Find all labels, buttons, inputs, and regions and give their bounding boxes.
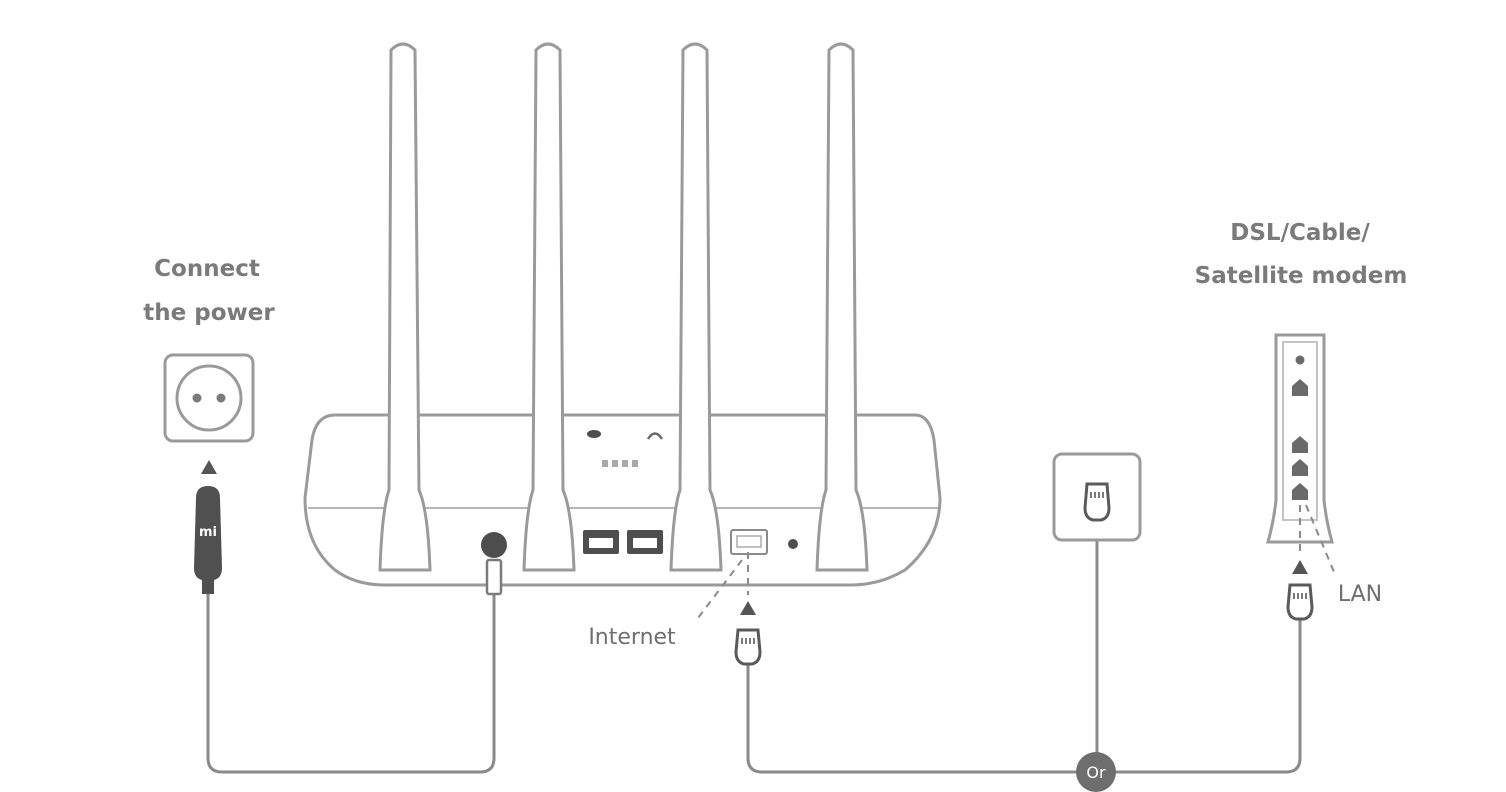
antenna-2 [522, 42, 576, 572]
power-cable [206, 592, 496, 774]
power-plug [485, 558, 503, 596]
ethernet-wall-jack-icon [1052, 452, 1142, 542]
or-label: Or [1086, 763, 1106, 782]
antenna-1 [378, 42, 432, 572]
power-adapter-icon: mi [194, 486, 222, 594]
internet-label: Internet [588, 625, 676, 650]
arrow-up-icon [740, 601, 756, 615]
reset-hole [788, 539, 798, 549]
arrow-up-icon [201, 460, 217, 474]
router-indicators [587, 430, 664, 467]
antenna-3 [669, 42, 723, 572]
router-body [303, 413, 942, 587]
or-badge: Or [1076, 752, 1116, 792]
ethernet-plug-icon [1286, 583, 1314, 621]
internet-cable [746, 618, 1302, 774]
internet-connection: Internet [588, 552, 762, 666]
modem-icon [1266, 333, 1334, 544]
power-label-line2: the power [143, 300, 275, 326]
cables [206, 528, 1302, 774]
power-socket-icon [163, 353, 255, 443]
power-label-line1: Connect [154, 256, 260, 282]
power-section: Connect the power mi [143, 256, 275, 594]
router [303, 42, 942, 596]
antenna-4 [815, 42, 869, 572]
arrow-up-icon [1292, 560, 1308, 574]
modem-section: DSL/Cable/ Satellite modem LAN [1195, 220, 1408, 621]
router-power-port [481, 532, 507, 558]
lan-label: LAN [1338, 582, 1382, 607]
adapter-logo: mi [199, 525, 217, 540]
modem-label-line2: Satellite modem [1195, 263, 1408, 289]
ethernet-plug-icon [734, 628, 762, 666]
router-lan-ports [583, 530, 663, 554]
modem-label-line1: DSL/Cable/ [1230, 220, 1370, 246]
